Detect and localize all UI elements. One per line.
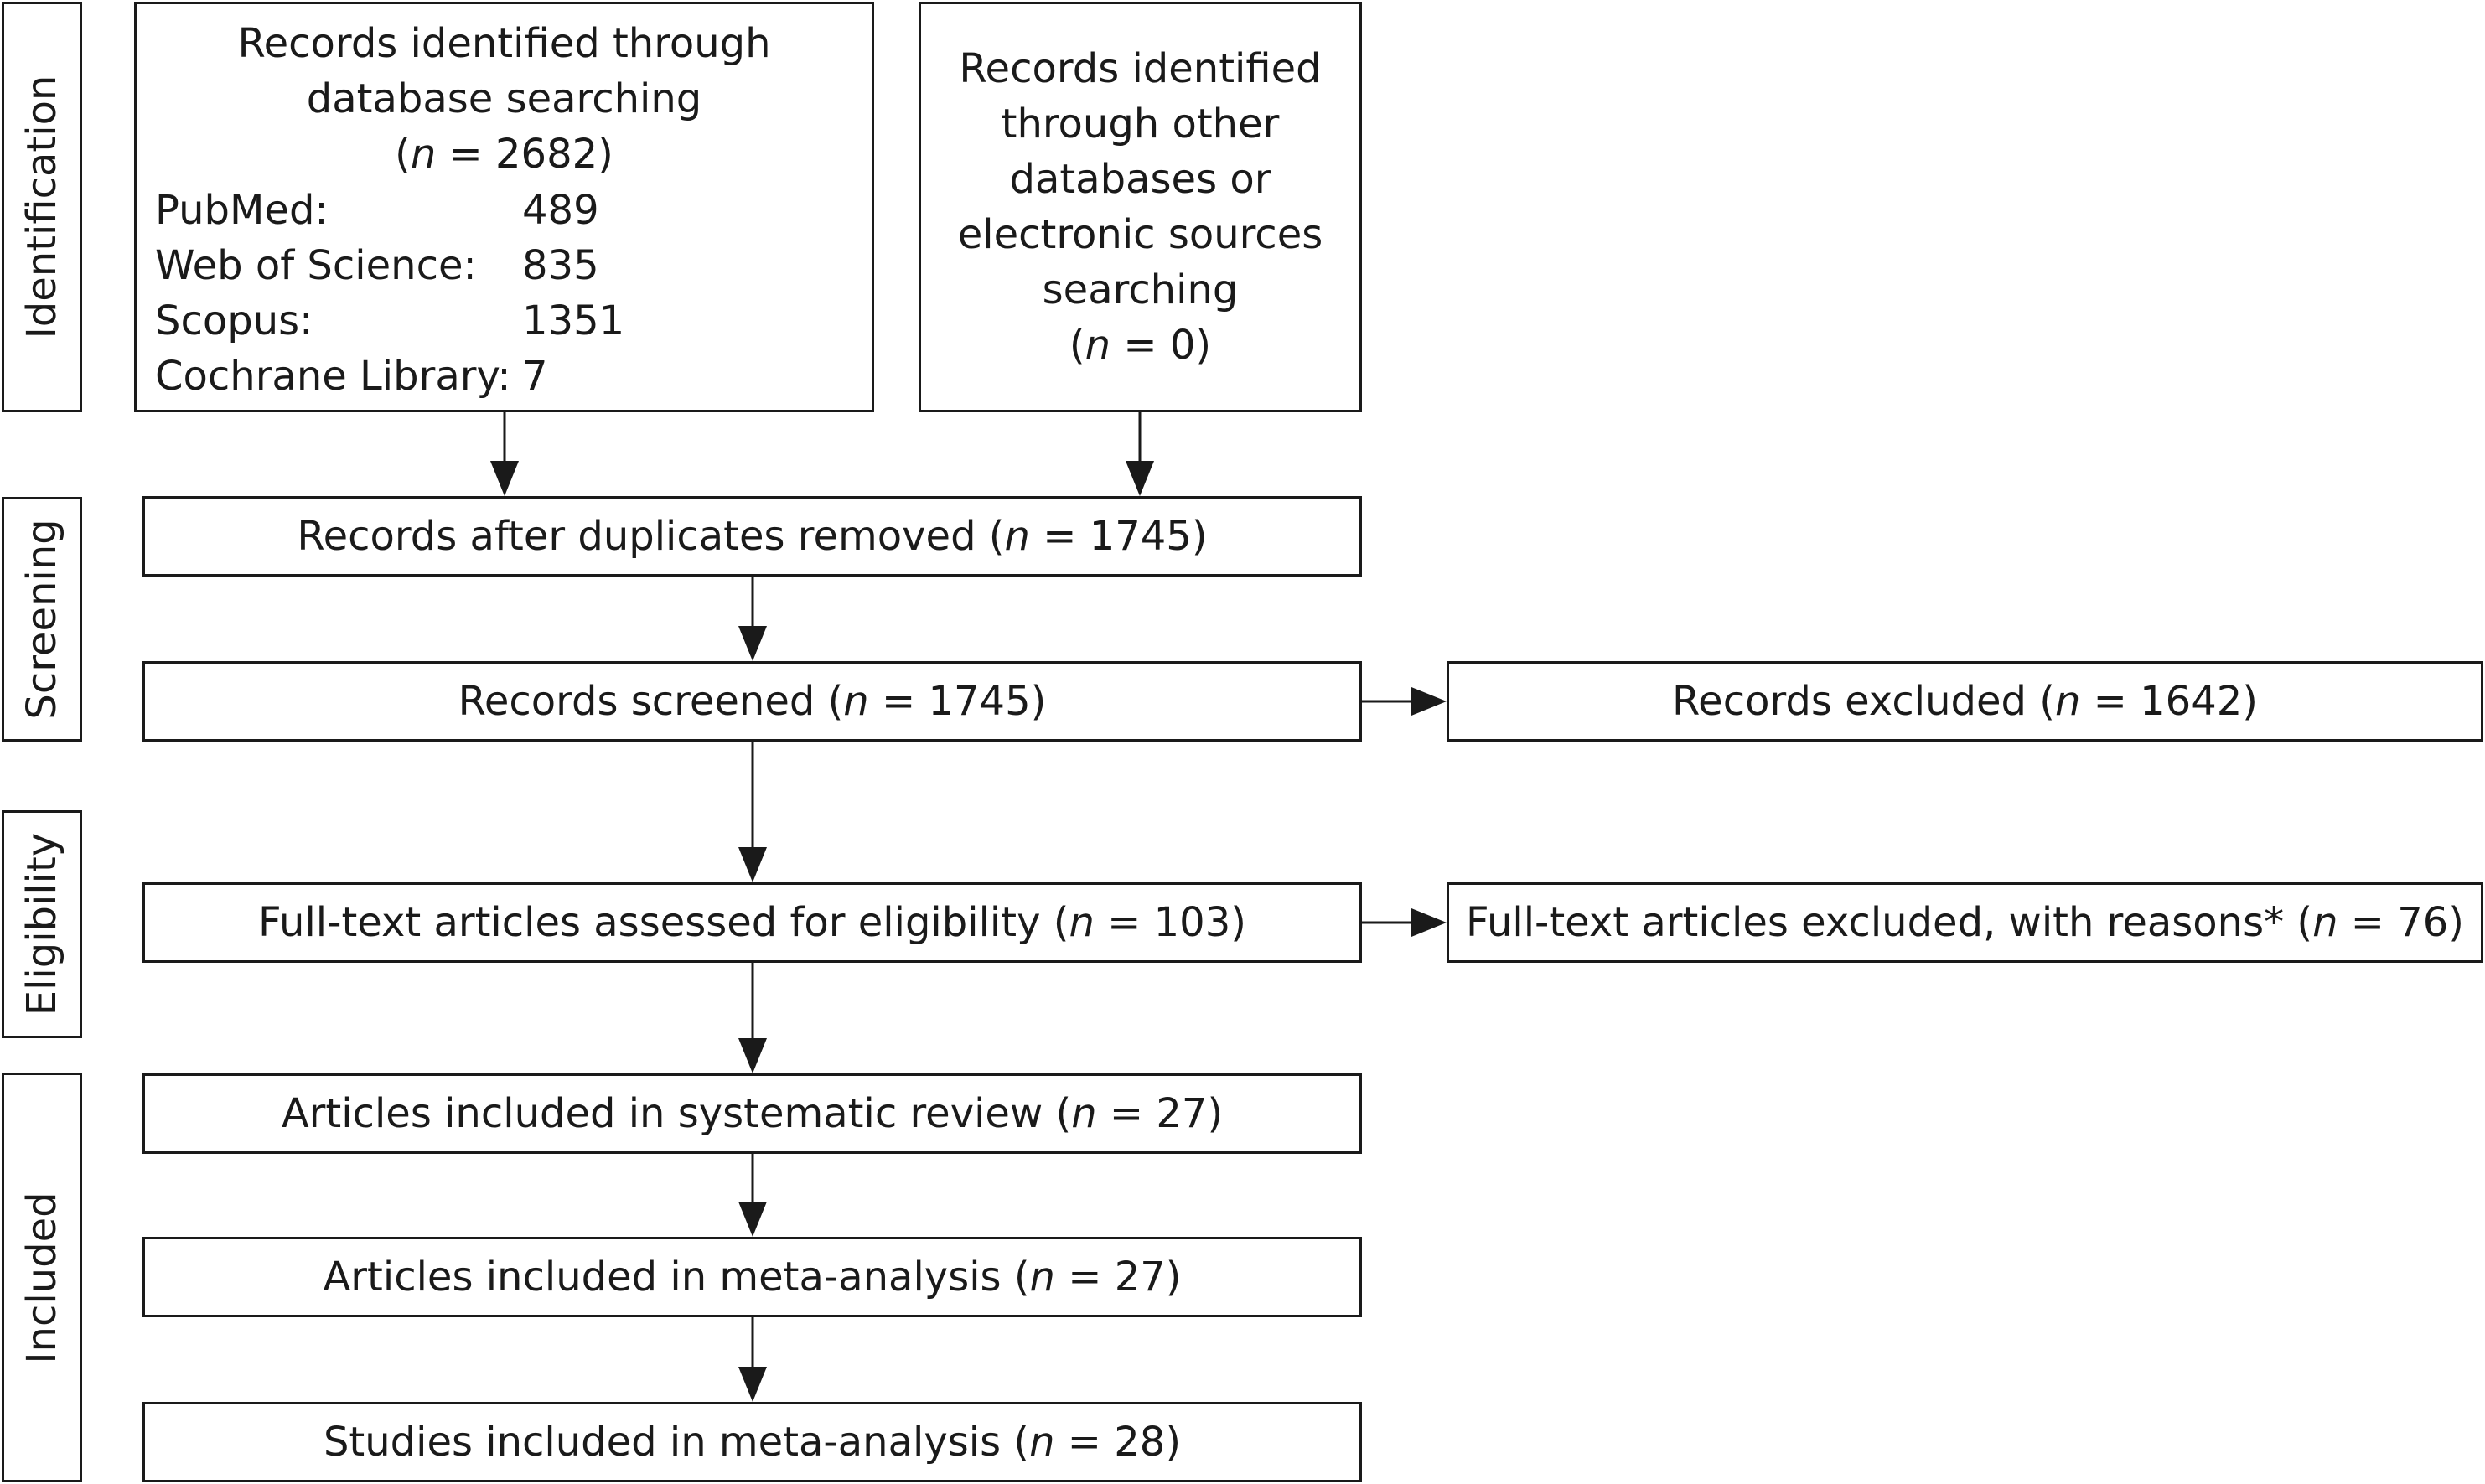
fulltext-excluded-text: Full-text articles excluded, with reason… — [1465, 899, 2465, 946]
database-search-title-line1: Records identified through — [237, 20, 771, 67]
source-name: Scopus: — [155, 297, 313, 344]
meta-analysis-studies-text: Studies included in meta-analysis (n = 2… — [323, 1419, 1182, 1466]
phase-identification: Identification — [2, 2, 82, 412]
source-value: 489 — [522, 187, 599, 234]
other-sources-line5: searching — [1042, 266, 1239, 313]
records-excluded-text: Records excluded (n = 1642) — [1671, 678, 2258, 725]
phase-screening: Screening — [2, 497, 82, 742]
source-name: Cochrane Library: — [155, 353, 511, 400]
database-search-count: (n = 2682) — [395, 131, 613, 178]
other-sources-count: (n = 0) — [1069, 322, 1212, 369]
source-value: 835 — [522, 242, 599, 289]
arrow-meta-articles-to-studies — [738, 1317, 767, 1402]
other-sources-box: Records identified through other databas… — [919, 2, 1362, 412]
database-search-box: Records identified through database sear… — [134, 2, 874, 412]
arrow-db-to-duplicates — [490, 412, 519, 496]
phase-eligibility: Eligibility — [2, 810, 82, 1038]
meta-analysis-articles-text: Articles included in meta-analysis (n = … — [323, 1254, 1182, 1300]
other-sources-line2: through other — [1001, 101, 1280, 147]
systematic-review-box: Articles included in systematic review (… — [142, 1073, 1362, 1154]
meta-analysis-studies-box: Studies included in meta-analysis (n = 2… — [142, 1402, 1362, 1482]
records-screened-box: Records screened (n = 1745) — [142, 661, 1362, 742]
database-search-title-line2: database searching — [306, 75, 702, 122]
records-excluded-box: Records excluded (n = 1642) — [1447, 661, 2483, 742]
arrow-fulltext-to-excluded — [1362, 908, 1447, 937]
systematic-review-text: Articles included in systematic review (… — [281, 1090, 1224, 1137]
duplicates-removed-box: Records after duplicates removed (n = 17… — [142, 496, 1362, 577]
phase-included: Included — [2, 1073, 82, 1482]
fulltext-excluded-box: Full-text articles excluded, with reason… — [1447, 882, 2483, 963]
other-sources-line3: databases or — [1009, 156, 1271, 203]
source-name: Web of Science: — [155, 242, 477, 289]
source-name: PubMed: — [155, 187, 329, 234]
duplicates-removed-text: Records after duplicates removed (n = 17… — [297, 513, 1208, 560]
arrow-screened-to-fulltext — [738, 742, 767, 882]
fulltext-assessed-text: Full-text articles assessed for eligibil… — [258, 899, 1246, 946]
other-sources-line4: electronic sources — [957, 211, 1323, 258]
arrow-fulltext-to-review — [738, 963, 767, 1073]
arrow-duplicates-to-screened — [738, 577, 767, 661]
arrow-screened-to-excluded — [1362, 687, 1447, 716]
fulltext-assessed-box: Full-text articles assessed for eligibil… — [142, 882, 1362, 963]
records-screened-text: Records screened (n = 1745) — [458, 678, 1047, 725]
other-sources-line1: Records identified — [959, 45, 1322, 92]
source-value: 1351 — [522, 297, 625, 344]
arrow-review-to-meta-articles — [738, 1154, 767, 1237]
source-value: 7 — [522, 353, 548, 400]
meta-analysis-articles-box: Articles included in meta-analysis (n = … — [142, 1237, 1362, 1317]
arrow-other-to-duplicates — [1126, 412, 1154, 496]
